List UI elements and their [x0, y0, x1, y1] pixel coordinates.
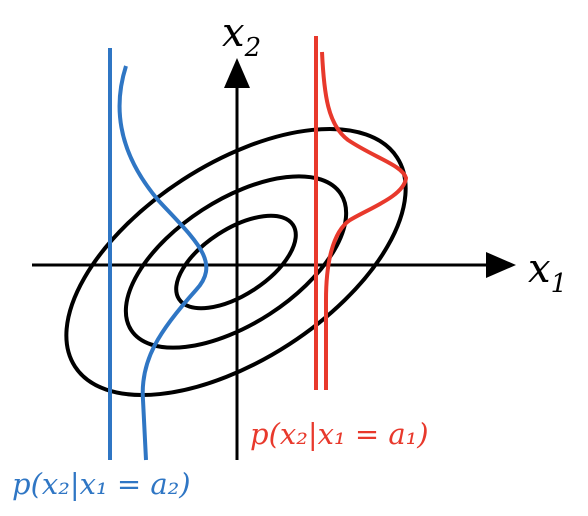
blue-conditional	[108, 48, 209, 461]
blue-density-curve	[117, 65, 209, 461]
red-conditional	[314, 36, 409, 390]
red-density-curve	[320, 51, 409, 390]
contour-outer	[64, 126, 408, 398]
x1-axis-label: x1	[528, 246, 567, 299]
x1-axis-arrowhead	[486, 252, 516, 278]
contour-middle	[123, 174, 349, 350]
x2-axis-label: x2	[222, 10, 261, 63]
x2-axis-arrowhead	[224, 58, 250, 88]
red-conditional-label: p(x₂|x₁ = a₁)	[250, 417, 429, 451]
contour-ellipses	[64, 126, 408, 398]
blue-conditional-label: p(x₂|x₁ = a₂)	[12, 467, 191, 501]
contour-inner	[174, 213, 298, 311]
